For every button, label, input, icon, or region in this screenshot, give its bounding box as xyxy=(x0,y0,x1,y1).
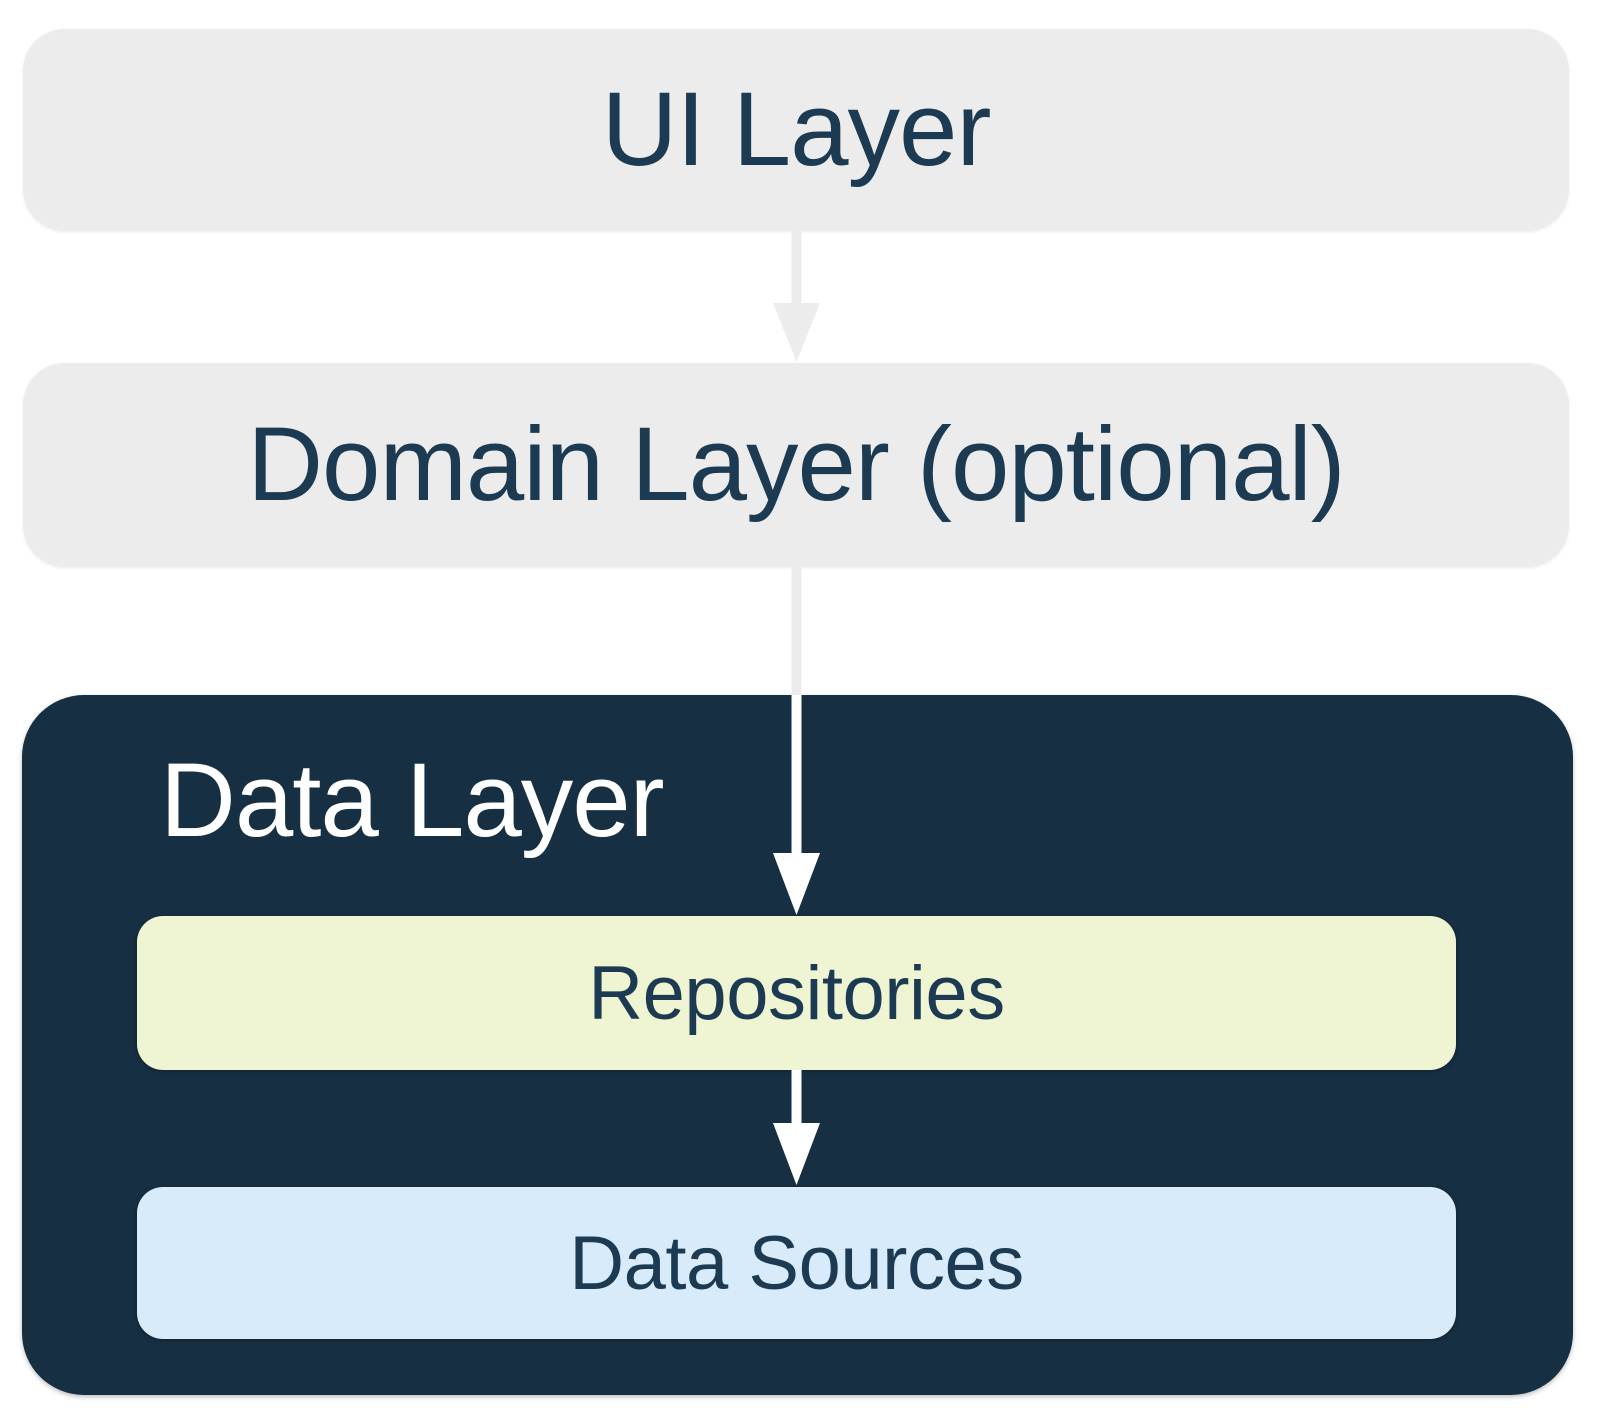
data-sources-box: Data Sources xyxy=(137,1187,1456,1339)
arrow-shaft xyxy=(791,231,802,306)
domain-layer-box: Domain Layer (optional) xyxy=(23,363,1569,567)
domain-layer-label: Domain Layer (optional) xyxy=(247,406,1346,523)
repositories-box: Repositories xyxy=(137,916,1456,1070)
ui-layer-box: UI Layer xyxy=(23,29,1569,231)
arrow-head-icon xyxy=(773,303,820,362)
arrow-shaft-upper xyxy=(791,567,802,696)
ui-layer-label: UI Layer xyxy=(601,71,992,188)
arrow-ui-to-domain xyxy=(773,231,820,362)
data-layer-label: Data Layer xyxy=(160,742,665,859)
repositories-label: Repositories xyxy=(588,950,1005,1036)
data-sources-label: Data Sources xyxy=(569,1220,1024,1306)
